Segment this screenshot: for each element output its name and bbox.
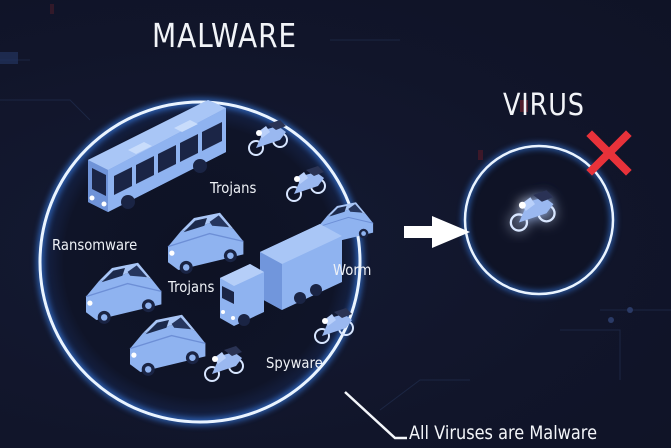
caption: All Viruses are Malware <box>409 422 598 444</box>
label-trojans-middle: Trojans <box>168 278 215 296</box>
label-ransomware: Ransomware <box>52 236 138 254</box>
label-worm: Worm <box>333 261 372 279</box>
bus-icon <box>88 100 226 212</box>
callout-line <box>344 391 407 440</box>
truck-icon <box>220 224 342 326</box>
malware-set-ring <box>38 100 362 424</box>
virus-set-ring <box>463 144 615 296</box>
red-x-icon <box>586 130 632 176</box>
label-spyware: Spyware <box>266 354 323 372</box>
malware-title: MALWARE <box>152 16 298 55</box>
label-trojans-top: Trojans <box>210 179 257 197</box>
virus-title: VIRUS <box>503 88 585 123</box>
arrow-right-icon <box>404 216 470 248</box>
